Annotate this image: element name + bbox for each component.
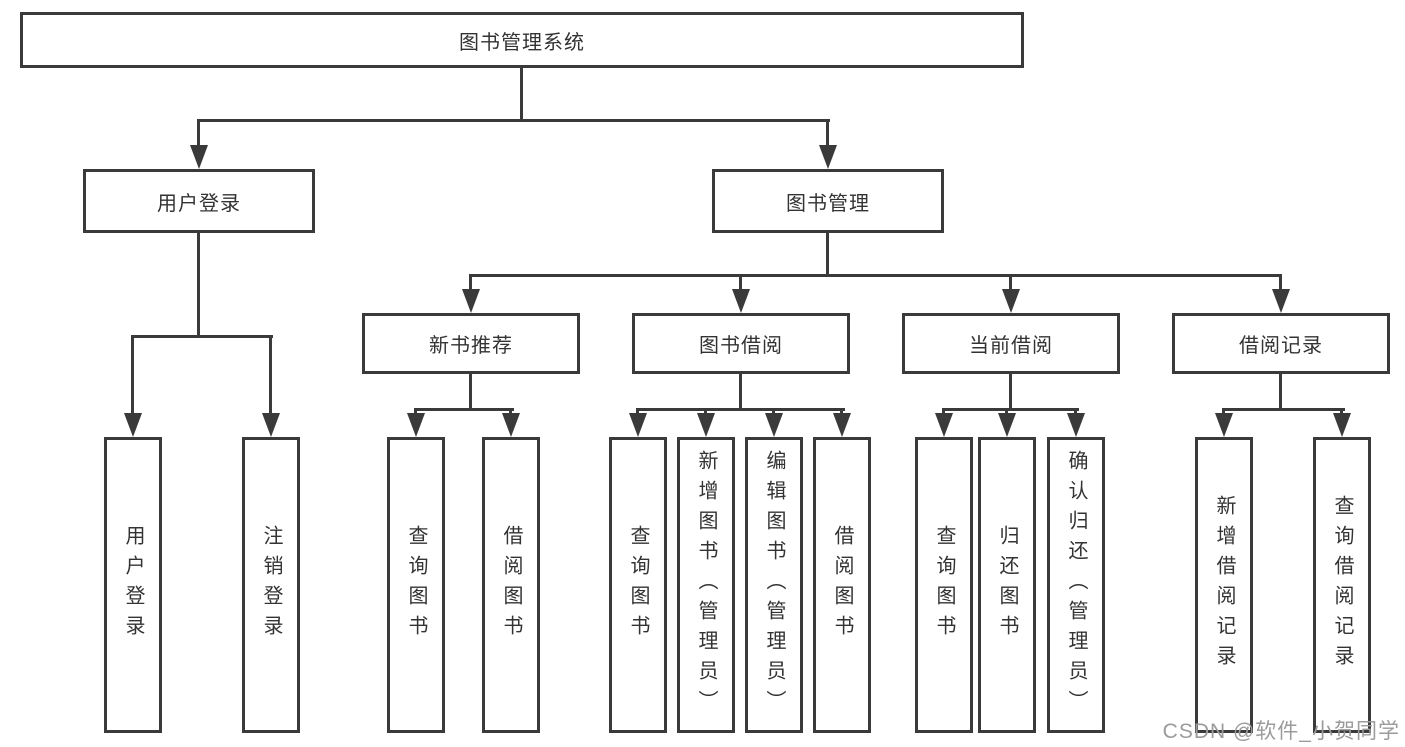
arrowhead-icon [1067, 413, 1085, 437]
node-borrow-records: 借阅记录 [1172, 313, 1390, 374]
leaf-borrow-books-recommend: 借阅图书 [482, 437, 540, 733]
arrowhead-icon [407, 413, 425, 437]
node-label: 当前借阅 [969, 335, 1053, 357]
arrowhead-icon [629, 413, 647, 437]
leaf-query-books-recommend: 查询图书 [387, 437, 445, 733]
leaf-query-books-borrow: 查询图书 [609, 437, 667, 733]
connector-records-trunk [1279, 374, 1282, 410]
connector-root-trunk [520, 68, 523, 121]
node-label: 图书借阅 [699, 335, 783, 357]
leaf-query-books-current: 查询图书 [915, 437, 973, 733]
node-label: 用户登录 [157, 192, 241, 215]
arrowhead-icon [935, 413, 953, 437]
node-new-book-recommend: 新书推荐 [362, 313, 580, 374]
leaf-label: 查询图书 [627, 525, 649, 645]
leaf-user-login: 用户登录 [104, 437, 162, 733]
watermark: CSDN @软件_小贺同学 [1162, 720, 1400, 743]
leaf-return-book: 归还图书 [978, 437, 1036, 733]
leaf-label: 用户登录 [122, 525, 144, 645]
leaf-borrow-books: 借阅图书 [813, 437, 871, 733]
connector-newbook-trunk [469, 374, 472, 410]
leaf-label: 查询图书 [405, 525, 427, 645]
arrowhead-icon [833, 413, 851, 437]
node-book-borrowing: 图书借阅 [632, 313, 850, 374]
arrowhead-icon [262, 413, 280, 437]
arrowhead-icon [124, 413, 142, 437]
connector-current-hbar [942, 408, 1079, 411]
node-current-borrowing: 当前借阅 [902, 313, 1120, 374]
leaf-label: 查询图书 [933, 525, 955, 645]
arrowhead-icon [1333, 413, 1351, 437]
connector-current-trunk [1009, 374, 1012, 410]
leaf-add-borrow-record: 新增借阅记录 [1195, 437, 1253, 733]
leaf-label: 新增图书（管理员） [695, 450, 717, 720]
connector-stub [1279, 274, 1282, 294]
leaf-label: 新增借阅记录 [1213, 495, 1235, 675]
connector-bookmgmt-trunk [826, 233, 829, 277]
node-library-system: 图书管理系统 [20, 12, 1024, 68]
connector-borrow-trunk [739, 374, 742, 410]
leaf-label: 借阅图书 [500, 525, 522, 645]
leaf-query-borrow-record: 查询借阅记录 [1313, 437, 1371, 733]
leaf-label: 借阅图书 [831, 525, 853, 645]
node-label: 新书推荐 [429, 335, 513, 357]
connector-stub [469, 274, 472, 294]
leaf-label: 归还图书 [996, 525, 1018, 645]
connector-stub [197, 119, 200, 151]
arrowhead-icon [502, 413, 520, 437]
node-label: 借阅记录 [1239, 335, 1323, 357]
arrowhead-icon [1272, 289, 1290, 313]
arrowhead-icon [1002, 289, 1020, 313]
leaf-label: 查询借阅记录 [1331, 495, 1353, 675]
leaf-label: 注销登录 [260, 525, 282, 645]
connector-newbook-hbar [414, 408, 514, 411]
arrowhead-icon [1215, 413, 1233, 437]
leaf-add-book-admin: 新增图书（管理员） [677, 437, 735, 733]
connector-userlogin-trunk [197, 233, 200, 337]
connector-stub [1009, 274, 1012, 294]
connector-root-hbar [197, 119, 830, 122]
node-label: 图书管理系统 [459, 31, 585, 54]
arrowhead-icon [732, 289, 750, 313]
connector-stub [826, 119, 829, 151]
node-book-management: 图书管理 [712, 169, 944, 233]
node-user-login: 用户登录 [83, 169, 315, 233]
leaf-label: 确认归还（管理员） [1065, 450, 1087, 720]
leaf-logout: 注销登录 [242, 437, 300, 733]
connector-bookmgmt-hbar [469, 274, 1282, 277]
connector-userlogin-hbar [131, 335, 273, 338]
connector-borrow-hbar [636, 408, 845, 411]
arrowhead-icon [765, 413, 783, 437]
connector-stub [269, 335, 272, 417]
leaf-confirm-return-admin: 确认归还（管理员） [1047, 437, 1105, 733]
connector-stub [131, 335, 134, 417]
arrowhead-icon [697, 413, 715, 437]
arrowhead-icon [190, 145, 208, 169]
connector-stub [739, 274, 742, 294]
arrowhead-icon [462, 289, 480, 313]
leaf-edit-book-admin: 编辑图书（管理员） [745, 437, 803, 733]
arrowhead-icon [998, 413, 1016, 437]
connector-records-hbar [1222, 408, 1345, 411]
leaf-label: 编辑图书（管理员） [763, 450, 785, 720]
arrowhead-icon [819, 145, 837, 169]
node-label: 图书管理 [786, 192, 870, 215]
